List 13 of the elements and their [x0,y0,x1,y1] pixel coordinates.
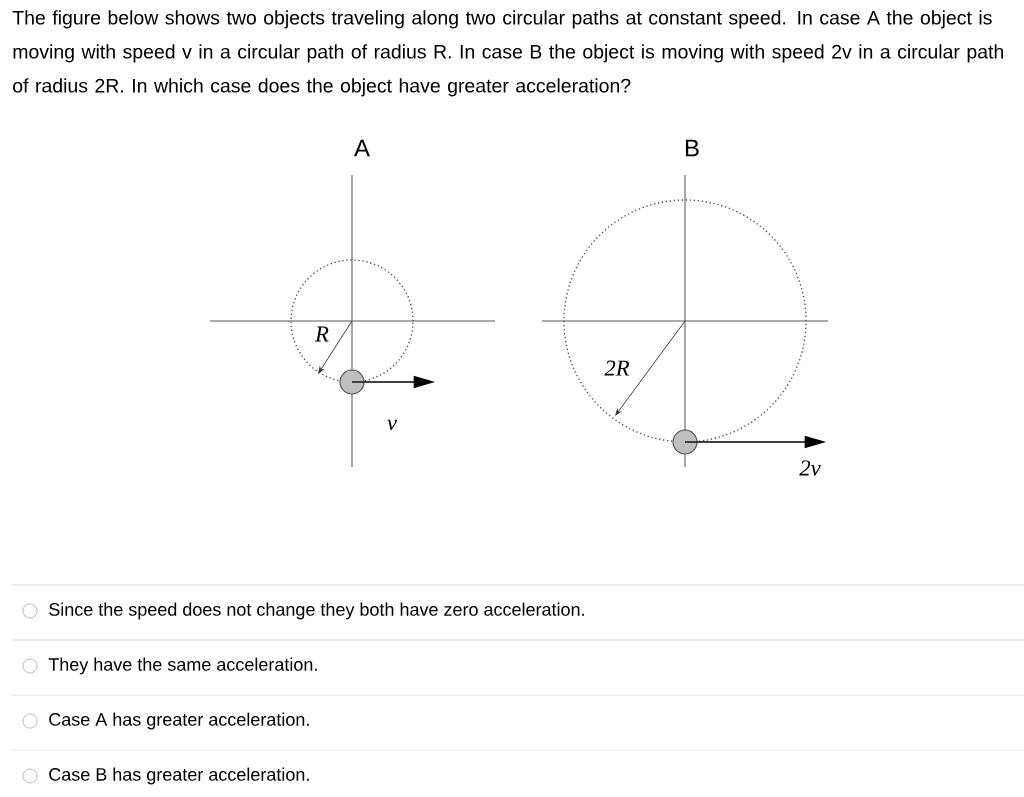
edge-label: 2v [799,460,821,476]
object-ball [339,369,365,395]
answer-option: Case B has greater acceleration. [49,767,309,785]
question-text: The figure below shows two objects traveling along two circular paths at constant speed. In case A the object is moving with speed v in a circular path of radius R. In case B the object is moving with speed 2v in a circular path of radius 2R. In which case does the object have greater acceleration? [12,10,1003,97]
radius-label: 2R [604,360,630,376]
case-label: B [685,139,699,157]
answer-option: They have the same acceleration. [48,657,317,675]
case-label: A [354,139,370,157]
object-ball [672,429,698,455]
edge-label: v [387,419,398,431]
radius-label: R [314,326,329,342]
answer-option: Case A has greater acceleration. [49,712,309,730]
answer-option: Since the speed does not change they both have zero acceleration. [49,602,584,620]
